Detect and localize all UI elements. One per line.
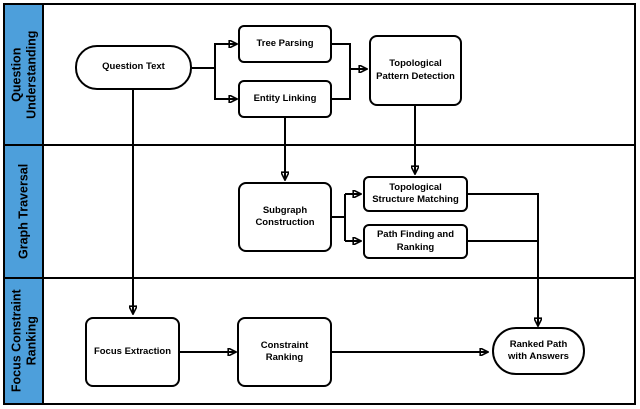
node-label: Question Text xyxy=(102,61,165,73)
lane-divider-2 xyxy=(3,276,636,279)
node-label: Subgraph Construction xyxy=(255,204,315,228)
lane-label: Graph Traversal xyxy=(16,163,31,260)
node-label: Tree Parsing xyxy=(256,37,314,49)
node-topological-structure-matching: Topological Structure Matching xyxy=(363,176,468,212)
node-entity-linking: Entity Linking xyxy=(238,80,332,118)
node-label: Path Finding and Ranking xyxy=(376,229,455,253)
node-question-text: Question Text xyxy=(75,45,192,90)
lane-question-understanding: Question Understanding xyxy=(5,6,42,144)
node-tree-parsing: Tree Parsing xyxy=(238,25,332,63)
node-label: Topological Structure Matching xyxy=(372,181,459,205)
node-path-finding-and-ranking: Path Finding and Ranking xyxy=(363,224,468,259)
node-label: Topological Pattern Detection xyxy=(376,58,455,82)
node-subgraph-construction: Subgraph Construction xyxy=(238,182,332,252)
node-topological-pattern-detection: Topological Pattern Detection xyxy=(369,35,462,106)
node-ranked-path-with-answers: Ranked Path with Answers xyxy=(492,327,585,375)
lane-graph-traversal: Graph Traversal xyxy=(5,146,42,277)
node-label: Constraint Ranking xyxy=(260,339,309,363)
lane-divider-1 xyxy=(3,143,636,146)
node-label: Ranked Path with Answers xyxy=(508,338,569,362)
lane-label: Question Understanding xyxy=(8,30,38,120)
node-label: Entity Linking xyxy=(253,92,317,104)
lane-band xyxy=(3,3,44,405)
lane-focus-constraint-ranking: Focus Constraint Ranking xyxy=(5,279,42,403)
node-label: Focus Extraction xyxy=(93,345,172,357)
node-focus-extraction: Focus Extraction xyxy=(85,317,180,387)
node-constraint-ranking: Constraint Ranking xyxy=(237,317,332,387)
lane-label: Focus Constraint Ranking xyxy=(8,289,38,393)
